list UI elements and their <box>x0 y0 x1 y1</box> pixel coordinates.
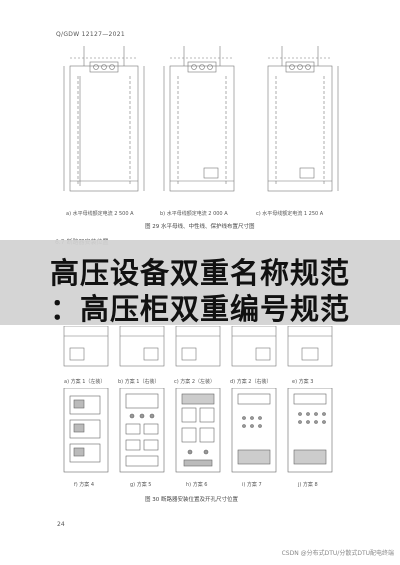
front-view-1 <box>63 326 109 367</box>
cabinet-drawings-top <box>63 46 339 192</box>
figure-mid-caption-a: a) 方案 1（左装） <box>64 379 106 385</box>
panel-layout-f <box>63 388 109 473</box>
page-number: 24 <box>57 521 65 528</box>
front-view-3 <box>175 326 221 367</box>
banner-title-line-1: 高压设备双重名称规范 <box>49 256 350 290</box>
panel-layout-h <box>175 388 221 473</box>
figure-bottom-caption-f: f) 方案 4 <box>74 482 95 488</box>
figure-bottom-caption-j: j) 方案 8 <box>298 482 318 488</box>
panel-layout-drawings <box>63 388 333 473</box>
front-view-2 <box>119 326 165 367</box>
title-banner: 高压设备双重名称规范 ：高压柜双重编号规范 <box>0 240 400 326</box>
figure-mid-caption-d: d) 方案 2（右装） <box>230 379 272 385</box>
watermark: CSDN @分布式DTU/分散式DTU配电终端 <box>281 550 394 557</box>
front-view-5 <box>287 326 333 367</box>
panel-layout-g <box>119 388 165 473</box>
figure-bottom-caption-h: h) 方案 6 <box>186 482 208 488</box>
figure-bottom-caption-g: g) 方案 5 <box>130 482 152 488</box>
panel-layout-j <box>287 388 333 473</box>
banner-title-line-2: ：高压柜双重编号规范 <box>49 292 350 326</box>
figure-top-caption-b: b) 水平母线额定电流 2 000 A <box>160 211 228 217</box>
cabinet-drawing-b <box>163 46 235 192</box>
figure-bottom-title: 图 30 断路器安装位置及开孔尺寸位置 <box>145 497 238 503</box>
figure-mid-caption-b: b) 方案 1（右装） <box>118 379 160 385</box>
cabinet-front-views <box>63 326 333 367</box>
figure-top-caption-a: a) 水平母线额定电流 2 500 A <box>66 211 134 217</box>
cabinet-drawing-a <box>63 46 145 192</box>
figure-mid-caption-e: e) 方案 3 <box>292 379 314 385</box>
figure-top-caption-c: c) 水平母线额定电流 1 250 A <box>256 211 324 217</box>
figure-bottom-caption-i: i) 方案 7 <box>242 482 262 488</box>
document-header: Q/GDW 12127—2021 <box>56 31 126 38</box>
cabinet-drawing-c <box>267 46 339 192</box>
front-view-4 <box>231 326 277 367</box>
figure-top-title: 图 29 水平母线、中性线、保护线布置尺寸图 <box>145 224 255 230</box>
panel-layout-i <box>231 388 277 473</box>
figure-mid-caption-c: c) 方案 2（左装） <box>174 379 216 385</box>
